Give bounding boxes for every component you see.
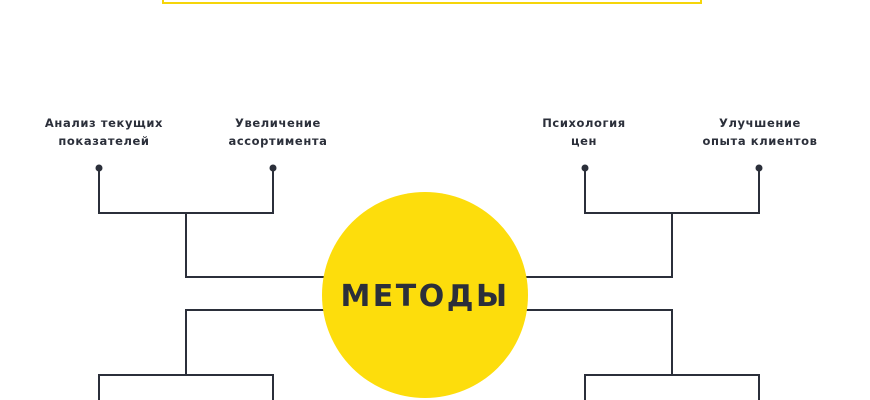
method-label-line-2: ассортимента: [228, 134, 328, 148]
connector-dot: [269, 164, 277, 172]
central-hub-circle: МЕТОДЫ: [322, 192, 528, 398]
connector-dot: [755, 164, 763, 172]
connector-dot: [95, 164, 103, 172]
method-label-line-2: цен: [570, 134, 598, 148]
method-label-line-1: Увеличение: [235, 116, 321, 130]
method-label-line-2: опыта клиентов: [702, 134, 818, 148]
connector-dot: [581, 164, 589, 172]
connector-bottom-right: [520, 309, 760, 400]
method-label-line-1: Психология: [542, 116, 626, 130]
method-label-assortment: Увеличение ассортимента: [193, 114, 363, 150]
method-label-line-1: Анализ текущих: [44, 116, 164, 130]
connector-bottom-left: [98, 309, 330, 400]
connector-top-left: [98, 168, 330, 278]
connector-top-right: [520, 168, 760, 278]
method-label-customer-experience: Улучшение опыта клиентов: [675, 114, 845, 150]
method-label-line-1: Улучшение: [719, 116, 801, 130]
method-label-price-psychology: Психология цен: [499, 114, 669, 150]
method-label-current-metrics: Анализ текущих показателей: [19, 114, 189, 150]
top-frame-border: [162, 0, 702, 4]
method-label-line-2: показателей: [58, 134, 150, 148]
hub-title: МЕТОДЫ: [340, 278, 510, 314]
